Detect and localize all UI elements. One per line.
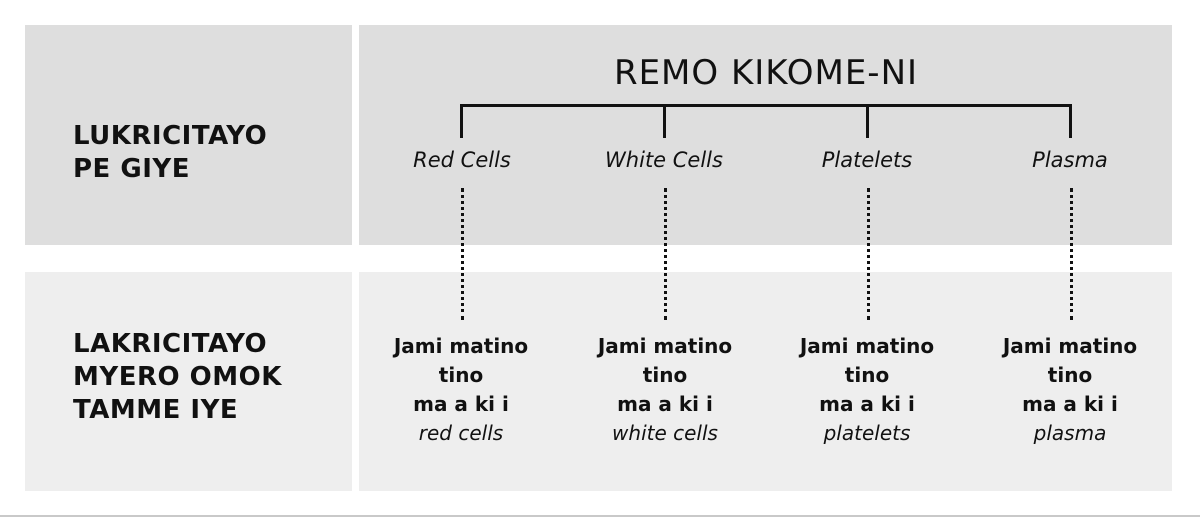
description-platelets: Jami matino tino ma a ki i platelets bbox=[777, 332, 957, 448]
description-line: ma a ki i bbox=[413, 392, 509, 416]
description-line: Jami matino bbox=[1002, 334, 1138, 358]
dotted-connector-white-cells bbox=[664, 188, 667, 320]
description-line: ma a ki i bbox=[819, 392, 915, 416]
tree-horizontal-bar bbox=[460, 104, 1072, 107]
description-line: Jami matino bbox=[393, 334, 529, 358]
description-line: tino bbox=[642, 363, 688, 387]
top-right-panel bbox=[359, 25, 1172, 245]
description-line: ma a ki i bbox=[617, 392, 713, 416]
tree-title: REMO KIKOME-NI bbox=[613, 53, 919, 93]
description-line: tino bbox=[844, 363, 890, 387]
description-line: Jami matino bbox=[799, 334, 935, 358]
category-label-red-cells: Red Cells bbox=[413, 148, 511, 172]
tree-branch-white-cells bbox=[663, 104, 666, 138]
description-line: ma a ki i bbox=[1022, 392, 1118, 416]
top-left-panel bbox=[25, 25, 352, 245]
dotted-connector-red-cells bbox=[461, 188, 464, 320]
tree-branch-platelets bbox=[866, 104, 869, 138]
tree-branch-red-cells bbox=[460, 104, 463, 138]
description-line: white cells bbox=[612, 421, 718, 445]
category-label-platelets: Platelets bbox=[821, 148, 913, 172]
description-line: platelets bbox=[823, 421, 911, 445]
category-label-white-cells: White Cells bbox=[605, 148, 723, 172]
dotted-connector-plasma bbox=[1070, 188, 1073, 320]
top-row-label: LUKRICITAYO PE GIYE bbox=[73, 121, 268, 184]
bottom-right-panel bbox=[359, 272, 1172, 491]
description-line: Jami matino bbox=[597, 334, 733, 358]
bottom-left-panel bbox=[25, 272, 352, 491]
tree-branch-plasma bbox=[1069, 104, 1072, 138]
description-line: tino bbox=[1047, 363, 1093, 387]
bottom-row-label: LAKRICITAYO MYERO OMOK TAMME IYE bbox=[73, 329, 282, 425]
description-white-cells: Jami matino tino ma a ki i white cells bbox=[575, 332, 755, 448]
description-line: tino bbox=[438, 363, 484, 387]
description-red-cells: Jami matino tino ma a ki i red cells bbox=[371, 332, 551, 448]
category-label-plasma: Plasma bbox=[1032, 148, 1108, 172]
description-plasma: Jami matino tino ma a ki i plasma bbox=[980, 332, 1160, 448]
dotted-connector-platelets bbox=[867, 188, 870, 320]
description-line: plasma bbox=[1033, 421, 1107, 445]
bottom-border bbox=[0, 515, 1200, 517]
description-line: red cells bbox=[418, 421, 504, 445]
